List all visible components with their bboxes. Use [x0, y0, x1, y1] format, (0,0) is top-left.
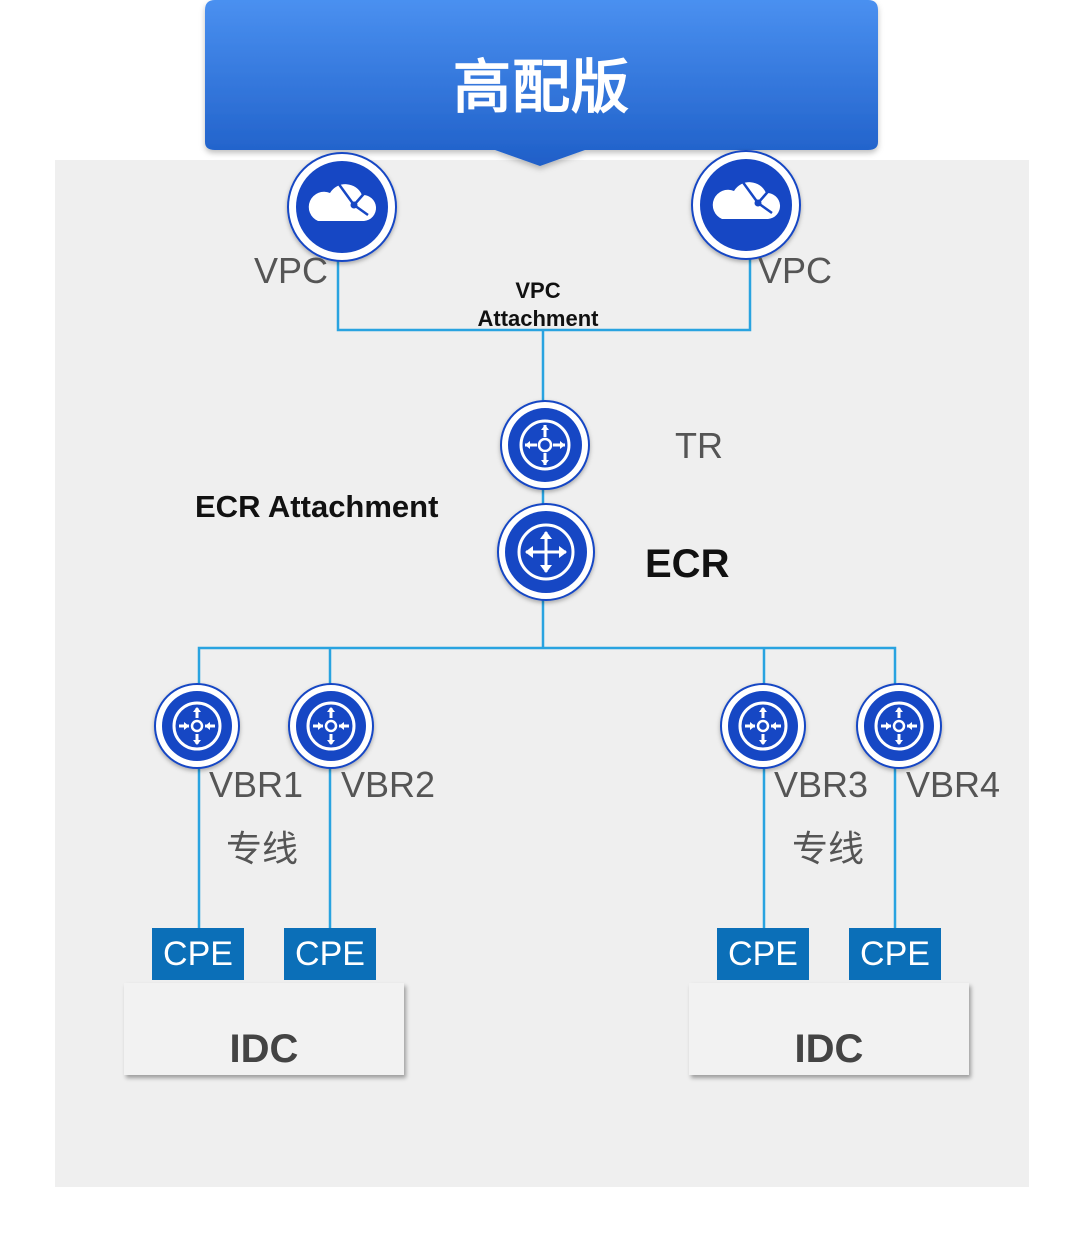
vbr1-label: VBR1: [209, 764, 304, 805]
idc-right-box: IDC: [689, 983, 969, 1075]
idc-left-label: IDC: [229, 1027, 299, 1071]
cpe1-box: CPE: [152, 928, 244, 980]
cpe4-box: CPE: [849, 928, 941, 980]
vpc-attachment-label-line1: VPC: [515, 278, 561, 303]
cpe2-box: CPE: [284, 928, 376, 980]
tr-icon: [500, 400, 590, 490]
ecr-icon: [497, 503, 595, 601]
tr-label: TR: [675, 425, 723, 466]
vbr3-icon: [720, 683, 806, 769]
ecr-label: ECR: [645, 542, 730, 586]
vbr2-label: VBR2: [341, 764, 436, 805]
vbr2-icon: [288, 683, 374, 769]
vbr1-icon: [154, 683, 240, 769]
vpc-right-icon: [691, 150, 801, 260]
page-title: 高配版: [452, 53, 630, 121]
vpc-left-icon: [287, 152, 397, 262]
leased-line-right-label: 专线: [792, 829, 865, 870]
vbr4-icon: [856, 683, 942, 769]
ecr-bus: [197, 598, 897, 690]
vpc-attachment-label-line2: Attachment: [477, 306, 599, 331]
title-banner: [205, 0, 878, 166]
cpe3-box: CPE: [717, 928, 809, 980]
vpc-left-label: VPC: [254, 250, 329, 291]
idc-left-box: IDC: [124, 983, 404, 1075]
vpc-right-label: VPC: [758, 250, 833, 291]
vbr4-label: VBR4: [906, 764, 1001, 805]
ecr-attachment-label: ECR Attachment: [195, 489, 439, 524]
vbr3-label: VBR3: [774, 764, 869, 805]
leased-line-left-label: 专线: [226, 829, 299, 870]
idc-right-label: IDC: [794, 1027, 864, 1071]
connector-lines: [197, 258, 897, 928]
